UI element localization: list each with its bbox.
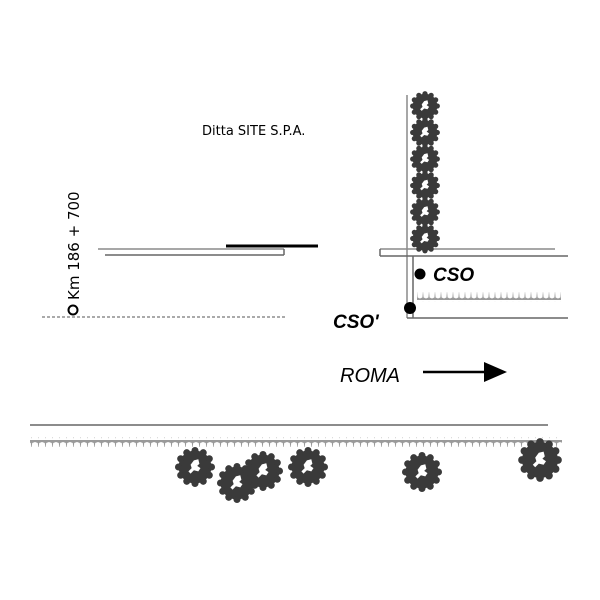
cso-label: CSO [433,265,474,286]
tree-icon [410,170,440,201]
company-label: Ditta SITE S.P.A. [202,124,305,139]
tree-icon [174,446,216,488]
tree-row [174,438,562,504]
left-road [98,244,318,256]
tree-icon [410,117,440,148]
bottom-road [30,424,562,447]
cso-point-icon [414,268,426,280]
hedge-bottom [30,437,562,447]
tree-icon [401,451,443,493]
cso-prime-point-icon [404,302,416,314]
chainage-label: Km 186 + 700 [65,191,83,300]
cso-prime-label: CSO' [333,312,380,333]
point-cso: CSO [414,265,474,286]
tree-icon [410,197,440,227]
hedge-right [417,292,561,302]
tree-icon [287,446,329,488]
arrow-right-icon [423,362,507,382]
right-road [379,95,568,319]
point-cso-prime: CSO' [333,302,416,333]
tree-icon [410,91,440,121]
direction-label: ROMA [340,365,400,387]
tree-icon [410,144,440,174]
chainage-point-icon [67,304,79,316]
direction-indicator: ROMA [340,362,507,387]
tree-column [410,91,440,254]
chainage-marker: Km 186 + 700 [42,191,285,318]
